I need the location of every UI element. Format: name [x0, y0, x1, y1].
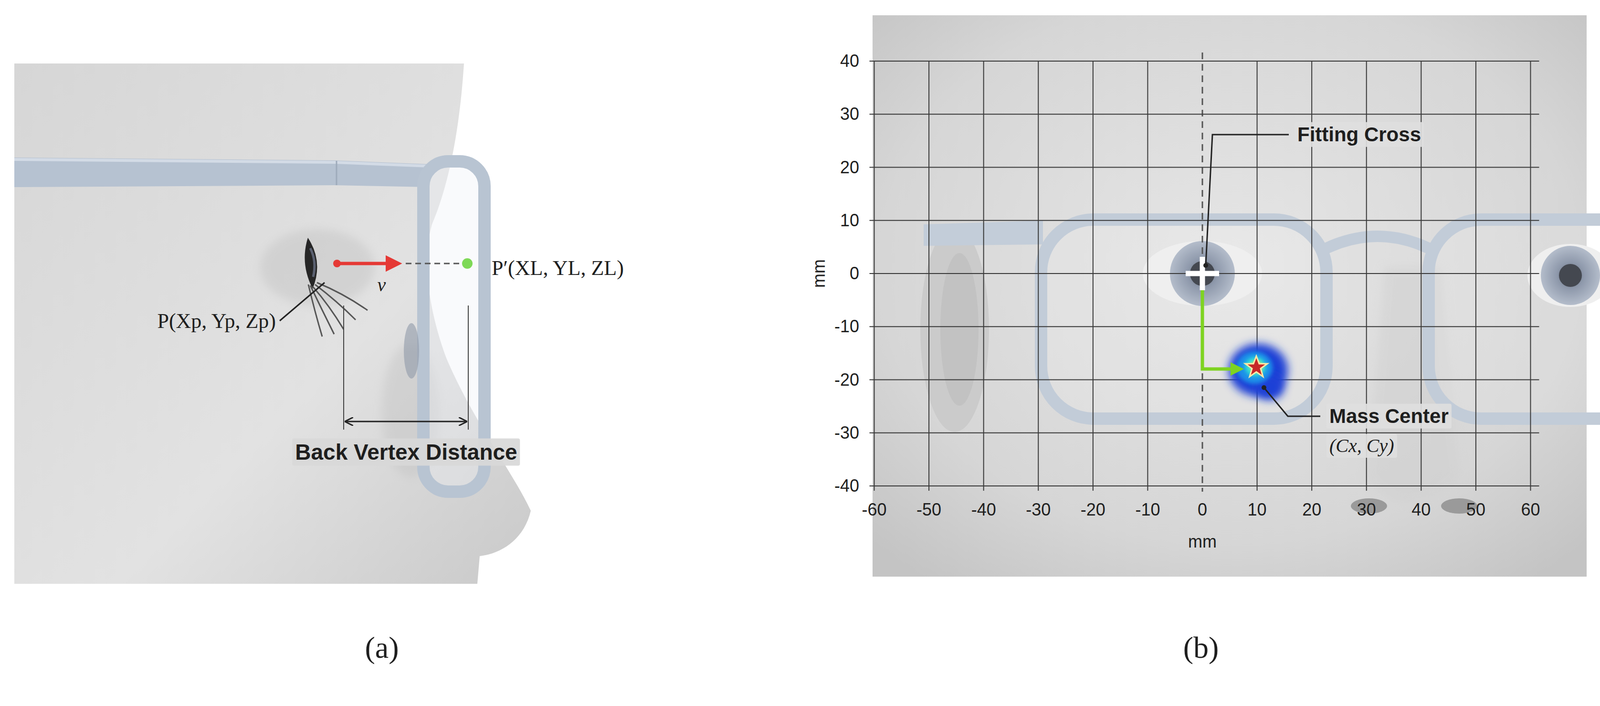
callout-label: (Cx, Cy) — [1326, 433, 1398, 458]
axis-tick: 50 — [1466, 499, 1486, 520]
axis-tick: 20 — [840, 157, 860, 178]
vector-arrow — [333, 258, 473, 269]
axis-tick: -50 — [916, 499, 942, 520]
face-front — [940, 252, 979, 406]
axis-tick: -30 — [1025, 499, 1051, 520]
eye-side — [304, 237, 368, 337]
axis-tick: 60 — [1520, 499, 1540, 520]
point-label: P′(XL, YL, ZL) — [491, 256, 624, 281]
axis-tick: 30 — [1357, 499, 1377, 520]
grid — [928, 61, 930, 491]
panel-label: (a) — [364, 630, 399, 666]
axis-title: mm — [809, 259, 829, 288]
grid — [873, 61, 875, 491]
axis-tick: 0 — [1197, 499, 1208, 520]
axis-title: mm — [1188, 531, 1217, 552]
head-profile — [260, 229, 375, 306]
leader-line — [1205, 134, 1289, 266]
grid — [869, 52, 1540, 492]
heatmap-blob — [1245, 356, 1268, 377]
grid — [1529, 61, 1531, 491]
glasses-side — [403, 323, 420, 379]
grid — [869, 485, 1540, 487]
grid — [869, 113, 1540, 115]
glasses-front — [1326, 236, 1429, 249]
grid — [1256, 61, 1258, 491]
grid — [1201, 52, 1204, 492]
grid — [1037, 61, 1039, 491]
dimension-line — [345, 421, 467, 423]
grid — [869, 432, 1540, 434]
vector-arrow — [405, 263, 462, 265]
glasses-front — [1041, 219, 1327, 419]
glasses-side — [14, 157, 430, 188]
axis-tick: -40 — [971, 499, 997, 520]
eye-side — [304, 237, 317, 289]
dimension-line — [467, 305, 469, 430]
leader-line — [1263, 387, 1321, 417]
eye-side — [310, 248, 315, 277]
axis-tick: -20 — [1080, 499, 1106, 520]
grid — [869, 326, 1540, 327]
grid — [869, 379, 1540, 381]
vector-label: v⃗ — [377, 273, 401, 296]
glasses-side — [14, 159, 430, 167]
axis-tick: -40 — [834, 475, 860, 496]
grid — [983, 61, 985, 491]
dimension-line — [343, 305, 345, 430]
heatmap-blob — [1236, 351, 1273, 384]
fitting-cross — [1200, 256, 1206, 291]
axis-tick: 20 — [1302, 499, 1322, 520]
glasses-front — [1428, 219, 1600, 419]
face-front — [920, 226, 990, 432]
axis-tick: -10 — [1135, 499, 1160, 520]
glasses-front — [923, 219, 1600, 419]
fitting-cross — [1185, 256, 1220, 291]
vector-arrow — [462, 258, 473, 269]
axis-tick: 40 — [840, 51, 860, 71]
axis-tick: -60 — [862, 499, 887, 520]
axis-tick: -10 — [834, 316, 860, 337]
leader-line — [1203, 134, 1321, 417]
axis-tick: 10 — [1247, 499, 1267, 520]
head-profile — [14, 63, 531, 584]
axis-tick: -20 — [834, 369, 860, 390]
axis-tick: -30 — [834, 422, 860, 443]
grid — [869, 60, 1540, 62]
offset-arrow — [1202, 286, 1238, 369]
grid — [1147, 61, 1148, 491]
grid — [1475, 61, 1477, 491]
eye-side — [308, 282, 368, 337]
heatmap-blob — [1228, 343, 1288, 400]
callout-label: Fitting Cross — [1294, 122, 1424, 148]
callout-label: Mass Center — [1326, 403, 1452, 429]
grid — [869, 167, 1540, 169]
point-label: P(Xp, Yp, Zp) — [157, 309, 276, 334]
axis-tick: 10 — [840, 210, 860, 231]
glasses-side — [336, 160, 338, 186]
head-profile — [14, 63, 531, 584]
dimension-line — [343, 305, 469, 430]
axis-tick: 0 — [849, 263, 860, 284]
axis-tick: 40 — [1411, 499, 1431, 520]
axis-tick: 30 — [840, 104, 860, 125]
leader-line — [279, 282, 325, 321]
grid — [869, 220, 1540, 222]
vector-arrow — [336, 262, 394, 266]
grid — [1092, 61, 1094, 491]
panel-label: (b) — [1183, 630, 1220, 666]
leader-line — [279, 282, 325, 321]
offset-arrow — [1202, 286, 1238, 369]
dimension-label: Back Vertex Distance — [292, 438, 520, 466]
